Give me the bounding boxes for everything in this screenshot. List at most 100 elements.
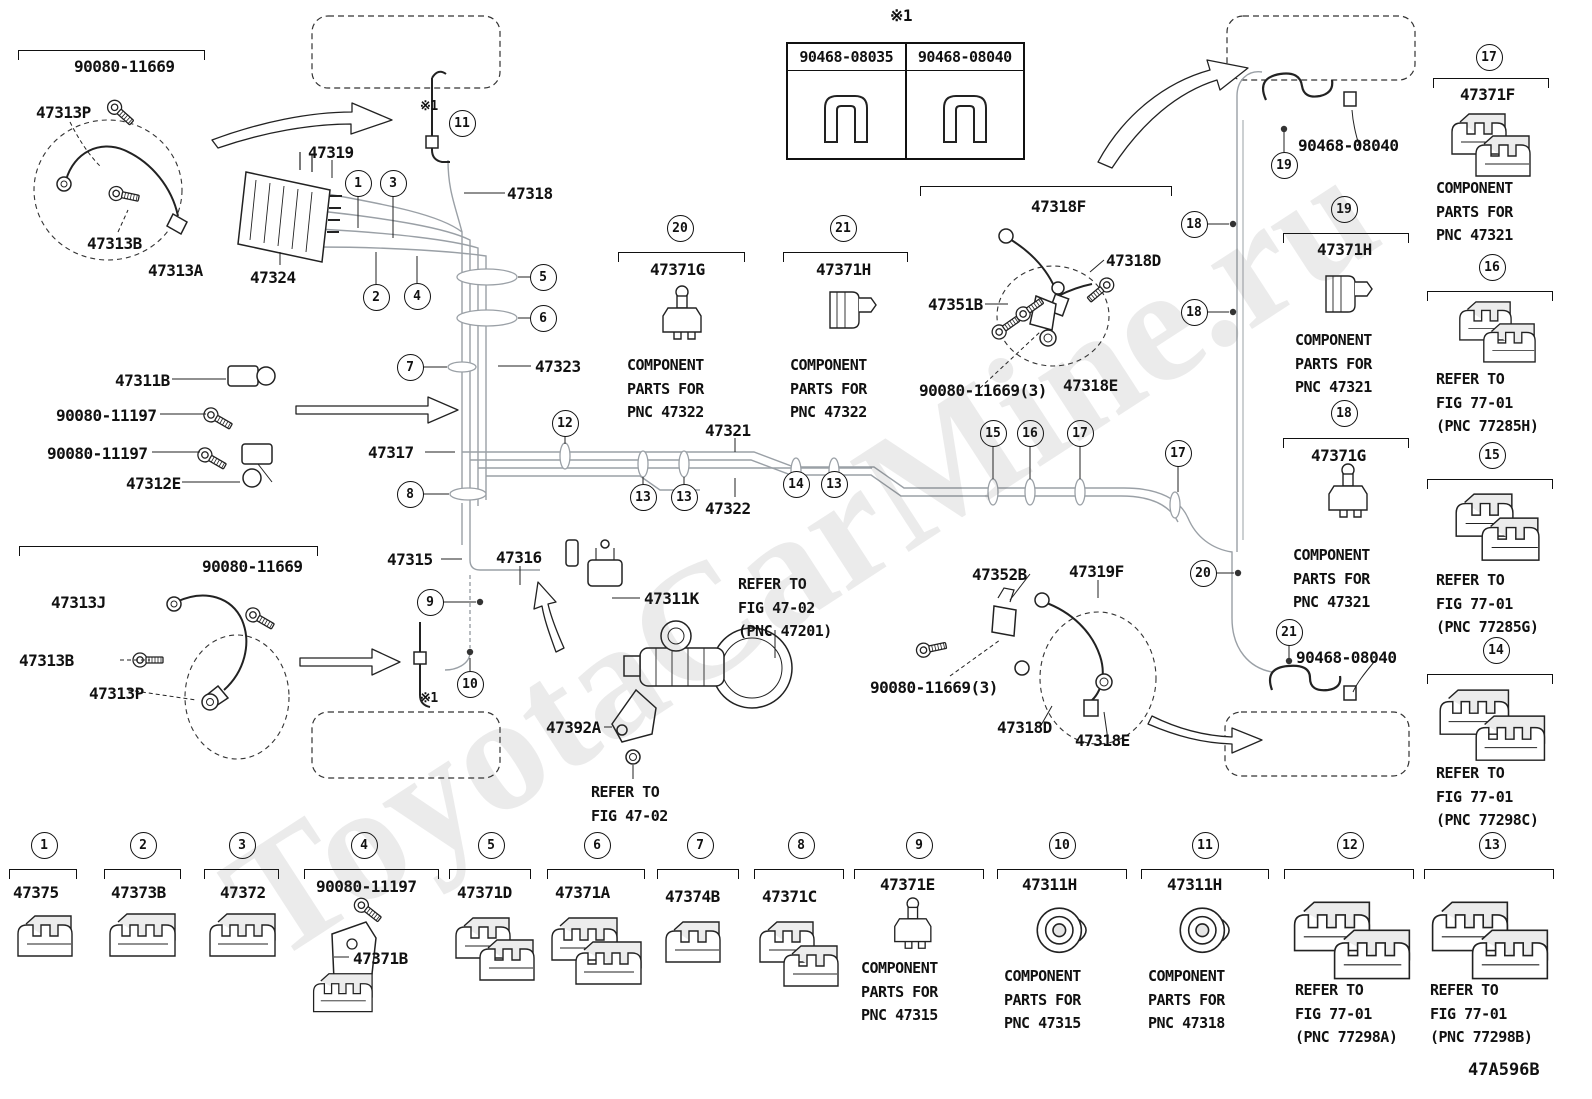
callout-21[interactable]: 21 bbox=[829, 214, 857, 242]
label-47319f[interactable]: 47319F bbox=[1069, 562, 1124, 581]
callout-1[interactable]: 1 bbox=[344, 169, 372, 197]
callout-12[interactable]: 12 bbox=[551, 409, 579, 437]
callout-9[interactable]: 9 bbox=[416, 588, 444, 616]
label-component[interactable]: COMPONENT PARTS FOR PNC 47322 bbox=[790, 356, 867, 422]
callout-4[interactable]: 4 bbox=[350, 831, 378, 859]
callout-1[interactable]: 1 bbox=[30, 831, 58, 859]
label-47312e[interactable]: 47312E bbox=[126, 474, 181, 493]
label-47313p[interactable]: 47313P bbox=[36, 103, 91, 122]
callout-18[interactable]: 18 bbox=[1180, 298, 1208, 326]
clip-part-number-1[interactable]: 90468-08035 bbox=[799, 48, 894, 66]
label-90080-11669[interactable]: 90080-11669 bbox=[74, 57, 175, 76]
label-refer-to[interactable]: REFER TO FIG 77-01 (PNC 77298C) bbox=[1436, 764, 1539, 830]
label-90080-11197[interactable]: 90080-11197 bbox=[47, 444, 148, 463]
callout-19[interactable]: 19 bbox=[1330, 195, 1358, 223]
label-90080-11669-3[interactable]: 90080-11669(3) bbox=[919, 381, 1047, 400]
label-refer-to[interactable]: REFER TO FIG 47-02 bbox=[591, 783, 668, 825]
label-47371c[interactable]: 47371C bbox=[762, 887, 817, 906]
callout-6[interactable]: 6 bbox=[529, 304, 557, 332]
label-47313j[interactable]: 47313J bbox=[51, 593, 106, 612]
label-47371b[interactable]: 47371B bbox=[353, 949, 408, 968]
label-refer-to[interactable]: REFER TO FIG 77-01 (PNC 77298A) bbox=[1295, 981, 1398, 1047]
label-47317[interactable]: 47317 bbox=[368, 443, 414, 462]
label-component[interactable]: COMPONENT PARTS FOR PNC 47321 bbox=[1295, 331, 1372, 397]
label-1[interactable]: ※1 bbox=[890, 6, 913, 25]
label-component[interactable]: COMPONENT PARTS FOR PNC 47321 bbox=[1436, 179, 1513, 245]
label-90080-11669[interactable]: 90080-11669 bbox=[202, 557, 303, 576]
label-47318d[interactable]: 47318D bbox=[1106, 251, 1161, 270]
label-47318d[interactable]: 47318D bbox=[997, 718, 1052, 737]
callout-6[interactable]: 6 bbox=[583, 831, 611, 859]
label-47321[interactable]: 47321 bbox=[705, 421, 751, 440]
label-47311k[interactable]: 47311K bbox=[644, 589, 699, 608]
label-47351b[interactable]: 47351B bbox=[928, 295, 983, 314]
label-47313b[interactable]: 47313B bbox=[19, 651, 74, 670]
callout-17[interactable]: 17 bbox=[1164, 439, 1192, 467]
label-90080-11669-3[interactable]: 90080-11669(3) bbox=[870, 678, 998, 697]
callout-8[interactable]: 8 bbox=[787, 831, 815, 859]
callout-14[interactable]: 14 bbox=[1482, 636, 1510, 664]
label-component[interactable]: COMPONENT PARTS FOR PNC 47318 bbox=[1148, 967, 1225, 1033]
callout-2[interactable]: 2 bbox=[129, 831, 157, 859]
label-47371h[interactable]: 47371H bbox=[816, 260, 871, 279]
label-47371g[interactable]: 47371G bbox=[650, 260, 705, 279]
label-47374b[interactable]: 47374B bbox=[665, 887, 720, 906]
label-47392a[interactable]: 47392A bbox=[546, 718, 601, 737]
callout-8[interactable]: 8 bbox=[396, 480, 424, 508]
label-47313a[interactable]: 47313A bbox=[148, 261, 203, 280]
label-47313p[interactable]: 47313P bbox=[89, 684, 144, 703]
label-90080-11197[interactable]: 90080-11197 bbox=[316, 877, 417, 896]
label-component[interactable]: COMPONENT PARTS FOR PNC 47321 bbox=[1293, 546, 1370, 612]
label-47373b[interactable]: 47373B bbox=[111, 883, 166, 902]
callout-9[interactable]: 9 bbox=[905, 831, 933, 859]
label-47311h[interactable]: 47311H bbox=[1167, 875, 1222, 894]
callout-13[interactable]: 13 bbox=[820, 470, 848, 498]
callout-5[interactable]: 5 bbox=[477, 831, 505, 859]
callout-11[interactable]: 11 bbox=[448, 109, 476, 137]
callout-17[interactable]: 17 bbox=[1066, 419, 1094, 447]
label-1[interactable]: ※1 bbox=[420, 99, 438, 114]
label-refer-to[interactable]: REFER TO FIG 77-01 (PNC 77298B) bbox=[1430, 981, 1533, 1047]
callout-16[interactable]: 16 bbox=[1478, 253, 1506, 281]
callout-11[interactable]: 11 bbox=[1191, 831, 1219, 859]
label-47371d[interactable]: 47371D bbox=[457, 883, 512, 902]
callout-19[interactable]: 19 bbox=[1270, 151, 1298, 179]
callout-21[interactable]: 21 bbox=[1275, 618, 1303, 646]
callout-3[interactable]: 3 bbox=[379, 169, 407, 197]
label-47318f[interactable]: 47318F bbox=[1031, 197, 1086, 216]
callout-13[interactable]: 13 bbox=[670, 483, 698, 511]
label-90468-08040[interactable]: 90468-08040 bbox=[1298, 136, 1399, 155]
label-90468-08040[interactable]: 90468-08040 bbox=[1296, 648, 1397, 667]
label-47352b[interactable]: 47352B bbox=[972, 565, 1027, 584]
label-47318[interactable]: 47318 bbox=[507, 184, 553, 203]
callout-15[interactable]: 15 bbox=[979, 419, 1007, 447]
callout-12[interactable]: 12 bbox=[1336, 831, 1364, 859]
label-component[interactable]: COMPONENT PARTS FOR PNC 47315 bbox=[861, 959, 938, 1025]
callout-7[interactable]: 7 bbox=[396, 353, 424, 381]
callout-4[interactable]: 4 bbox=[403, 282, 431, 310]
callout-3[interactable]: 3 bbox=[228, 831, 256, 859]
callout-15[interactable]: 15 bbox=[1478, 441, 1506, 469]
label-47318e[interactable]: 47318E bbox=[1063, 376, 1118, 395]
callout-5[interactable]: 5 bbox=[529, 263, 557, 291]
clip-part-number-2[interactable]: 90468-08040 bbox=[917, 48, 1012, 66]
callout-2[interactable]: 2 bbox=[362, 283, 390, 311]
callout-13[interactable]: 13 bbox=[1478, 831, 1506, 859]
label-47371e[interactable]: 47371E bbox=[880, 875, 935, 894]
callout-13[interactable]: 13 bbox=[629, 483, 657, 511]
label-component[interactable]: COMPONENT PARTS FOR PNC 47315 bbox=[1004, 967, 1081, 1033]
label-47323[interactable]: 47323 bbox=[535, 357, 581, 376]
callout-18[interactable]: 18 bbox=[1330, 399, 1358, 427]
label-47375[interactable]: 47375 bbox=[13, 883, 59, 902]
label-47371a[interactable]: 47371A bbox=[555, 883, 610, 902]
label-refer-to[interactable]: REFER TO FIG 77-01 (PNC 77285G) bbox=[1436, 571, 1539, 637]
label-47311b[interactable]: 47311B bbox=[115, 371, 170, 390]
label-47313b[interactable]: 47313B bbox=[87, 234, 142, 253]
label-47371h[interactable]: 47371H bbox=[1317, 240, 1372, 259]
callout-17[interactable]: 17 bbox=[1475, 43, 1503, 71]
label-47322[interactable]: 47322 bbox=[705, 499, 751, 518]
label-1[interactable]: ※1 bbox=[420, 691, 438, 706]
callout-10[interactable]: 10 bbox=[456, 670, 484, 698]
callout-7[interactable]: 7 bbox=[686, 831, 714, 859]
label-47316[interactable]: 47316 bbox=[496, 548, 542, 567]
